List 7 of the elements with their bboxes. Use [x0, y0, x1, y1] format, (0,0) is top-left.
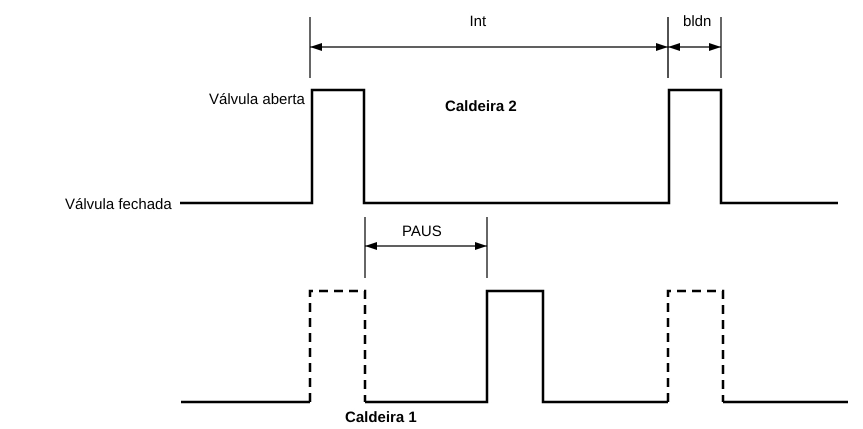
- level-label: Válvula aberta: [209, 91, 305, 109]
- dimension-label: bldn: [683, 13, 712, 31]
- dimension-label: Int: [470, 13, 486, 31]
- dimension-label: PAUS: [402, 223, 442, 241]
- signal-title: Caldeira 2: [445, 98, 517, 116]
- signal-title: Caldeira 1: [345, 409, 417, 427]
- level-label: Válvula fechada: [65, 196, 172, 214]
